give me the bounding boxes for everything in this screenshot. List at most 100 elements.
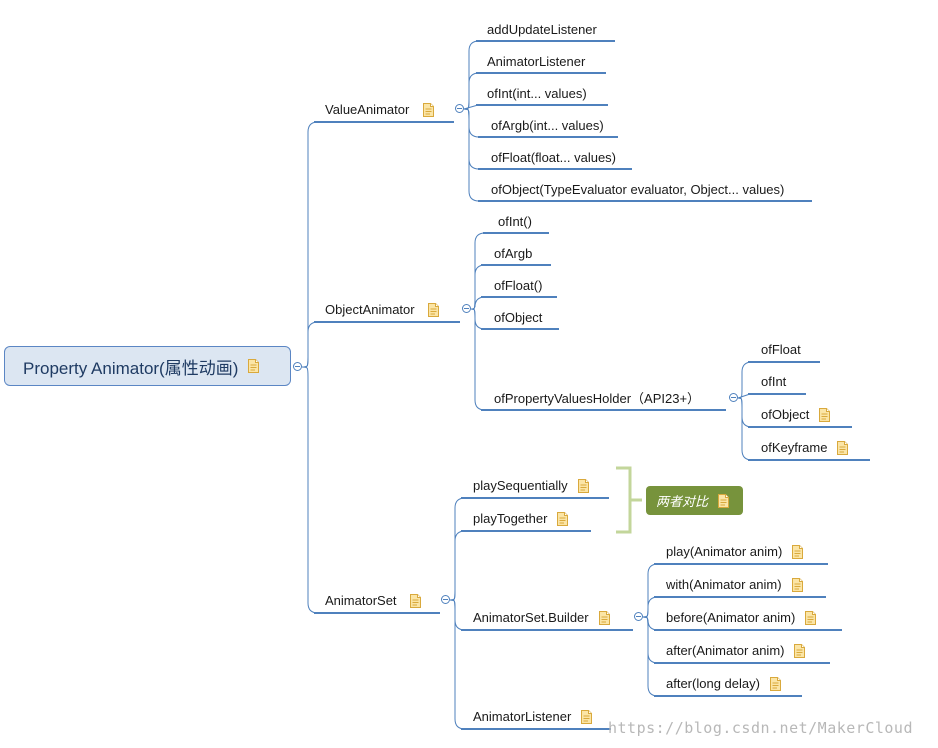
node-object-animator[interactable]: ObjectAnimator <box>325 301 440 318</box>
node-label: ofFloat() <box>494 277 543 293</box>
connector-line <box>642 563 659 618</box>
node-label: ofFloat <box>761 341 801 357</box>
pvh-child[interactable]: ofFloat <box>761 341 801 358</box>
pvh-child[interactable]: ofObject <box>761 406 831 423</box>
collapse-toggle-icon[interactable] <box>441 595 450 604</box>
connector-line <box>301 366 319 614</box>
builder-child[interactable]: after(Animator anim) <box>666 642 806 659</box>
node-underline <box>748 426 852 428</box>
node-label: ObjectAnimator <box>325 301 415 317</box>
note-icon[interactable] <box>792 544 804 559</box>
connector-line <box>470 296 486 310</box>
value-animator-child[interactable]: ofFloat(float... values) <box>491 149 616 166</box>
comparison-callout[interactable]: 两者对比 <box>646 486 743 515</box>
node-label: ofInt() <box>498 213 532 229</box>
node-of-property-values-holder[interactable]: ofPropertyValuesHolder（API23+） <box>494 390 700 407</box>
value-animator-child[interactable]: ofArgb(int... values) <box>491 117 604 134</box>
node-underline <box>476 72 606 74</box>
pvh-child[interactable]: ofInt <box>761 373 786 390</box>
node-underline <box>481 296 557 298</box>
note-icon[interactable] <box>769 676 781 691</box>
builder-child[interactable]: play(Animator anim) <box>666 543 804 560</box>
node-underline <box>748 361 820 363</box>
node-underline <box>314 121 454 123</box>
animator-set-child[interactable]: AnimatorListener <box>473 708 593 725</box>
connector-line <box>463 104 479 110</box>
note-icon[interactable] <box>837 440 849 455</box>
node-label: AnimatorListener <box>487 53 586 69</box>
collapse-toggle-icon[interactable] <box>462 304 471 313</box>
note-icon[interactable] <box>422 102 434 117</box>
node-underline <box>654 563 828 565</box>
node-label: ofArgb(int... values) <box>491 117 604 133</box>
collapse-toggle-icon[interactable] <box>729 393 738 402</box>
object-animator-child[interactable]: ofFloat() <box>494 277 542 294</box>
node-underline <box>461 530 591 532</box>
object-animator-child[interactable]: ofInt() <box>498 213 532 230</box>
connector-line <box>642 596 659 618</box>
note-icon[interactable] <box>428 302 440 317</box>
note-icon[interactable] <box>794 643 806 658</box>
node-animator-set[interactable]: AnimatorSet <box>325 592 422 609</box>
note-icon[interactable] <box>577 478 589 493</box>
connector-line <box>463 108 480 138</box>
root-node[interactable]: Property Animator(属性动画) <box>4 346 291 386</box>
node-value-animator[interactable]: ValueAnimator <box>325 101 434 118</box>
node-underline <box>314 321 460 323</box>
node-underline <box>654 695 802 697</box>
connector-line <box>301 321 319 368</box>
connector-line <box>470 308 486 330</box>
connector-line <box>737 397 753 461</box>
node-label: AnimatorSet <box>325 592 397 608</box>
collapse-toggle-icon[interactable] <box>293 362 302 371</box>
node-underline <box>748 459 870 461</box>
builder-child[interactable]: with(Animator anim) <box>666 576 803 593</box>
node-label: playSequentially <box>473 477 568 493</box>
animator-set-child[interactable]: playSequentially <box>473 477 589 494</box>
connector-line <box>463 108 480 202</box>
note-icon[interactable] <box>718 493 730 508</box>
builder-child[interactable]: after(long delay) <box>666 675 781 692</box>
node-animator-set-builder[interactable]: AnimatorSet.Builder <box>473 609 610 626</box>
connector-line <box>463 72 480 110</box>
builder-child[interactable]: before(Animator anim) <box>666 609 817 626</box>
connector-line <box>449 599 466 730</box>
note-icon[interactable] <box>819 407 831 422</box>
connector-line <box>470 264 486 310</box>
node-underline <box>654 596 826 598</box>
node-label: ofInt <box>761 373 787 389</box>
note-icon[interactable] <box>410 593 422 608</box>
note-icon[interactable] <box>581 709 593 724</box>
node-label: after(Animator anim) <box>666 642 785 658</box>
node-underline <box>481 264 551 266</box>
node-label: ofFloat(float... values) <box>491 149 616 165</box>
collapse-toggle-icon[interactable] <box>455 104 464 113</box>
pvh-child[interactable]: ofKeyframe <box>761 439 849 456</box>
value-animator-child[interactable]: addUpdateListener <box>487 21 597 38</box>
note-icon[interactable] <box>557 511 569 526</box>
connector-line <box>449 497 466 601</box>
note-icon[interactable] <box>598 610 610 625</box>
node-label: after(long delay) <box>666 675 760 691</box>
value-animator-child[interactable]: AnimatorListener <box>487 53 585 70</box>
object-animator-child[interactable]: ofArgb <box>494 245 532 262</box>
note-icon[interactable] <box>791 577 803 592</box>
note-icon[interactable] <box>248 359 260 373</box>
collapse-toggle-icon[interactable] <box>634 612 643 621</box>
node-label: with(Animator anim) <box>666 576 782 592</box>
node-underline <box>478 168 632 170</box>
animator-set-child[interactable]: playTogether <box>473 510 569 527</box>
note-icon[interactable] <box>805 610 817 625</box>
node-underline <box>314 612 440 614</box>
callout-label: 两者对比 <box>656 494 709 509</box>
node-underline <box>461 629 633 631</box>
connector-line <box>449 530 466 601</box>
value-animator-child[interactable]: ofObject(TypeEvaluator evaluator, Object… <box>491 181 784 198</box>
connector-line <box>463 108 480 170</box>
object-animator-child[interactable]: ofObject <box>494 309 542 326</box>
node-label: ofObject <box>494 309 543 325</box>
value-animator-child[interactable]: ofInt(int... values) <box>487 85 587 102</box>
node-label: AnimatorListener <box>473 708 572 724</box>
node-label: AnimatorSet.Builder <box>473 609 589 625</box>
